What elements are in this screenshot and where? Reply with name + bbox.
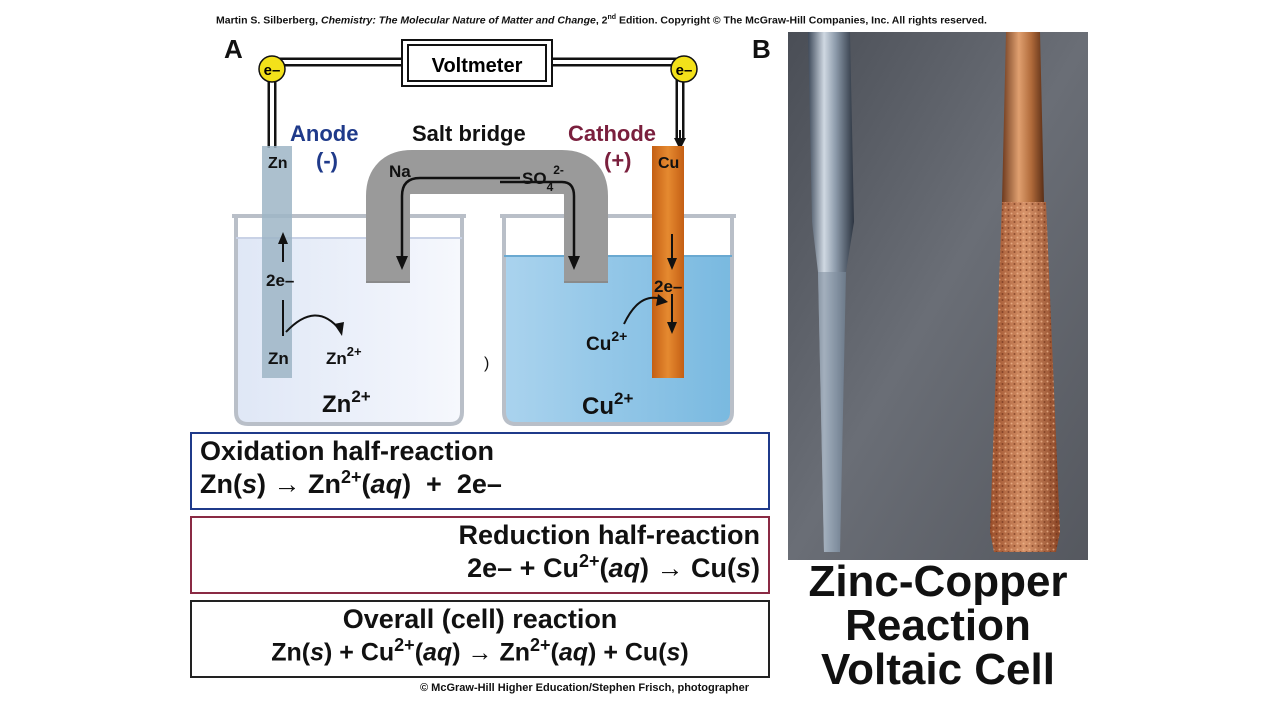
copper-electrode-label: Cu [658,155,679,172]
cu-ion-sup: 2+ [611,328,627,344]
cu-sol-base: Cu [582,393,614,420]
eq-state: s [241,469,258,499]
cathode-electron-arrow [667,234,677,334]
copper-electrode [652,146,684,378]
cu-ion-base: Cu [586,334,611,355]
panel-label-b: B [752,34,771,64]
zinc-electrode [262,146,292,378]
copper-strip [1002,32,1044,202]
eq-state: s [666,638,681,667]
eq-part: ) [257,469,274,499]
photo-credit: © McGraw-Hill Higher Education/Stephen F… [420,682,749,694]
eq-part: ( [550,638,559,667]
eq-part: Zn [492,638,530,667]
cathode-2e-label: 2e– [654,277,682,296]
electron-badge-right-label: e– [676,62,693,79]
credit-edition-sup: nd [607,14,617,21]
eq-part: ) [639,553,657,583]
eq-state: s [735,553,751,583]
cathode-solution-label: Cu2+ [582,389,633,420]
zn-sol-sup: 2+ [351,387,370,406]
overall-equation: Zn(s) + Cu2+(aq) → Zn2+(aq) + Cu(s) [200,635,760,667]
credit-rest: Edition. Copyright © The McGraw-Hill Com… [616,14,987,27]
zinc-copper-photo [788,32,1088,560]
zinc-electrode-label: Zn [268,155,288,172]
so4-sup: 2- [553,163,564,177]
oxidation-title: Oxidation half-reaction [200,436,495,466]
photo-title-line-3: Voltaic Cell [821,645,1055,694]
eq-part: ( [414,638,424,667]
anode-solution-label: Zn2+ [322,387,371,418]
eq-part: 2e– + Cu [467,553,579,583]
zn-sol-base: Zn [322,391,351,418]
salt-bridge [366,150,608,283]
eq-state: aq [608,553,640,583]
eq-state: aq [558,638,589,667]
credit-book-title: Chemistry: The Molecular Nature of Matte… [321,14,596,27]
bridge-anion-label: SO4 2- [522,163,564,194]
overall-box: Overall (cell) reaction Zn(s) + Cu2+(aq)… [190,600,770,678]
eq-state: aq [370,469,403,499]
anode-electron-arrow [278,232,288,336]
eq-part: Zn( [200,469,242,499]
copyright-credit-top: Martin S. Silberberg, Chemistry: The Mol… [216,14,987,27]
stray-mark: ) [484,355,489,372]
anode-2e-label: 2e– [266,271,294,290]
so4-base: SO [522,169,547,188]
voltaic-cell-diagram: Voltmeter e– e– [232,39,736,426]
eq-part: ) + Cu( [588,638,667,667]
reaction-arrow: → [656,553,684,583]
eq-part: ) [452,638,468,667]
eq-charge: 2+ [530,635,551,655]
voltmeter-label: Voltmeter [432,55,523,77]
electron-badge-left-label: e– [264,62,281,79]
electron-badge-left: e– [258,55,286,83]
electron-badge-right: e– [670,55,698,83]
panel-label-a: A [224,34,243,64]
anode-sign: (-) [316,148,338,173]
eq-state: aq [423,638,453,667]
cu-sol-sup: 2+ [614,389,633,408]
anode-label: Anode [290,121,358,146]
cathode-cu-ion-label: Cu2+ [586,328,627,355]
eq-part: Zn( [271,638,311,667]
so4-sub: 4 [547,180,554,194]
eq-part: ( [361,469,371,499]
bridge-cation-label: Na [389,162,411,181]
cathode-sign: (+) [604,148,632,173]
eq-charge: 2+ [394,635,415,655]
cathode-label: Cathode [568,121,656,146]
eq-part: ) [751,553,760,583]
eq-state: s [310,638,325,667]
zn-ion-base: Zn [326,349,347,368]
eq-part: ( [599,553,609,583]
voltmeter: Voltmeter [401,39,553,87]
anode-zn-atom-label: Zn [268,349,289,368]
reaction-arrow: → [273,469,301,499]
eq-part: ) + Cu [324,638,395,667]
reduction-box: Reduction half-reaction 2e– + Cu2+(aq) →… [190,516,770,594]
eq-part: Cu( [683,553,736,583]
reduction-title: Reduction half-reaction [458,520,760,550]
reaction-arrow: → [467,638,493,667]
eq-charge: 2+ [341,467,362,487]
photo-title-line-1: Zinc-Copper [808,557,1068,606]
salt-bridge-label: Salt bridge [412,121,526,146]
photo-title: Zinc-Copper Reaction Voltaic Cell [788,560,1088,692]
oxidation-equation: Zn(s) → Zn2+(aq) + 2e– [200,467,760,500]
photo-title-line-2: Reaction [845,601,1031,650]
reduction-equation: 2e– + Cu2+(aq) → Cu(s) [200,551,760,584]
eq-part: ) + 2e– [402,469,502,499]
oxidation-box: Oxidation half-reaction Zn(s) → Zn2+(aq)… [190,432,770,510]
credit-author: Martin S. Silberberg, [216,14,322,27]
eq-charge: 2+ [578,551,600,571]
anode-zn-ion-label: Zn2+ [326,344,362,368]
eq-part: ) [680,638,689,667]
overall-title: Overall (cell) reaction [342,604,618,634]
zn-ion-sup: 2+ [347,344,362,359]
eq-part: Zn [300,469,342,499]
credit-edition: , 2 [595,14,608,27]
